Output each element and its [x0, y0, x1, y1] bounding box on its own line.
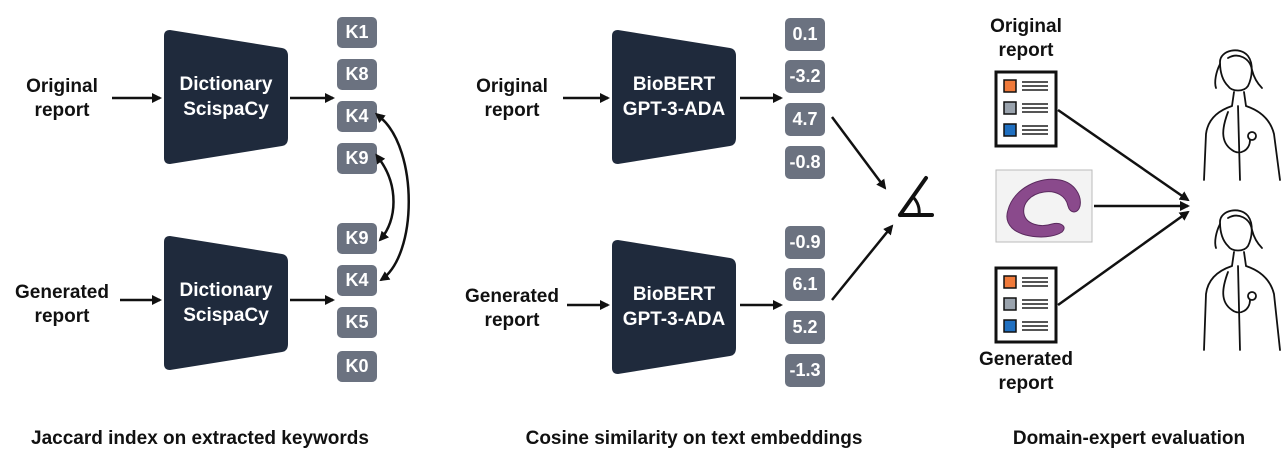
encoder-shape — [612, 240, 736, 374]
keyword-tag: K4 — [337, 101, 377, 132]
encoder-label: Dictionary ScispaCy — [179, 280, 273, 326]
keyword-tag: K9 — [337, 223, 377, 254]
keyword-tag: K1 — [337, 17, 377, 48]
doctor-icon — [1203, 209, 1281, 351]
keyword-extractor-generated: Dictionary ScispaCy — [164, 236, 288, 370]
embedding-value: -3.2 — [785, 60, 825, 93]
keyword-tag: K5 — [337, 307, 377, 338]
keyword-extractor-original: Dictionary ScispaCy — [164, 30, 288, 164]
original-report-label: Original report — [476, 76, 548, 121]
embedding-value: -0.8 — [785, 146, 825, 179]
cosine-caption: Cosine similarity on text embeddings — [525, 428, 863, 449]
encoder-label: BioBERT GPT-3-ADA — [622, 284, 726, 330]
original-report-label: Original report — [26, 76, 98, 121]
generated-report-label: Generated report — [465, 286, 559, 331]
generated-report-label: Generated report — [15, 282, 109, 327]
embedding-value: 0.1 — [785, 18, 825, 51]
encoder-shape — [164, 236, 288, 370]
encoder-label: Dictionary ScispaCy — [179, 74, 273, 120]
report-icon — [994, 266, 1058, 344]
report-icon — [994, 70, 1058, 148]
encoder-label: BioBERT GPT-3-ADA — [622, 74, 726, 120]
cosine-arrows — [563, 93, 894, 310]
embedding-value: 5.2 — [785, 311, 825, 344]
embedding-value: 6.1 — [785, 268, 825, 301]
embedding-model-original: BioBERT GPT-3-ADA — [612, 30, 736, 164]
expert-arrows — [1057, 108, 1190, 307]
keyword-tag: K9 — [337, 143, 377, 174]
expert-caption: Domain-expert evaluation — [1012, 428, 1246, 449]
embedding-value: -1.3 — [785, 354, 825, 387]
histology-slide-icon — [995, 169, 1093, 243]
doctor-icon — [1203, 49, 1281, 181]
embedding-value: -0.9 — [785, 226, 825, 259]
angle-icon — [898, 176, 934, 217]
encoder-shape — [612, 30, 736, 164]
keyword-tag: K8 — [337, 59, 377, 90]
original-report-label: Original report — [990, 16, 1062, 61]
generated-report-label: Generated report — [979, 349, 1073, 394]
jaccard-arrows — [112, 93, 410, 305]
embedding-value: 4.7 — [785, 103, 825, 136]
keyword-tag: K0 — [337, 351, 377, 382]
keyword-tag: K4 — [337, 265, 377, 296]
embedding-model-generated: BioBERT GPT-3-ADA — [612, 240, 736, 374]
encoder-shape — [164, 30, 288, 164]
jaccard-caption: Jaccard index on extracted keywords — [31, 428, 369, 449]
